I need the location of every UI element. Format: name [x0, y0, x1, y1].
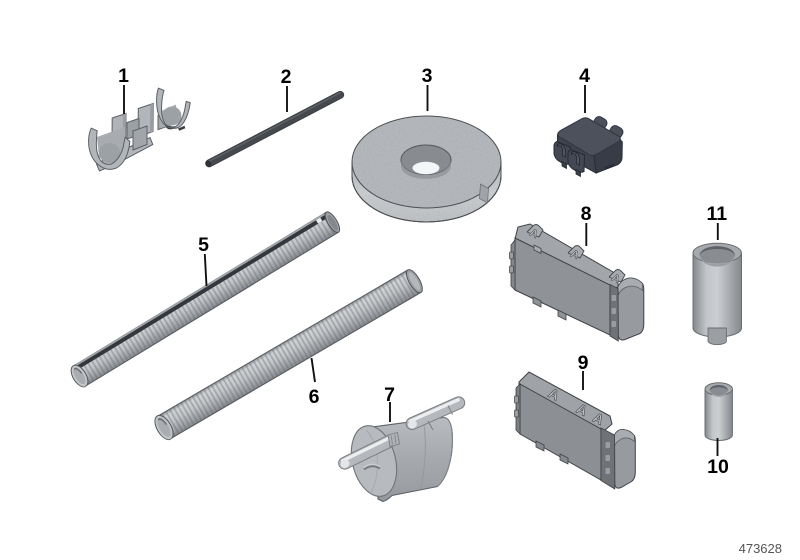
svg-text:6: 6: [309, 386, 320, 408]
svg-text:3: 3: [422, 65, 433, 87]
svg-text:7: 7: [384, 384, 395, 406]
svg-text:2: 2: [281, 66, 292, 88]
svg-text:10: 10: [707, 456, 729, 478]
svg-text:4: 4: [579, 65, 590, 87]
svg-text:1: 1: [118, 65, 129, 87]
svg-text:11: 11: [706, 203, 727, 225]
svg-text:5: 5: [198, 234, 209, 256]
svg-text:9: 9: [578, 352, 589, 374]
svg-text:8: 8: [581, 203, 592, 225]
svg-text:473628: 473628: [739, 541, 782, 556]
